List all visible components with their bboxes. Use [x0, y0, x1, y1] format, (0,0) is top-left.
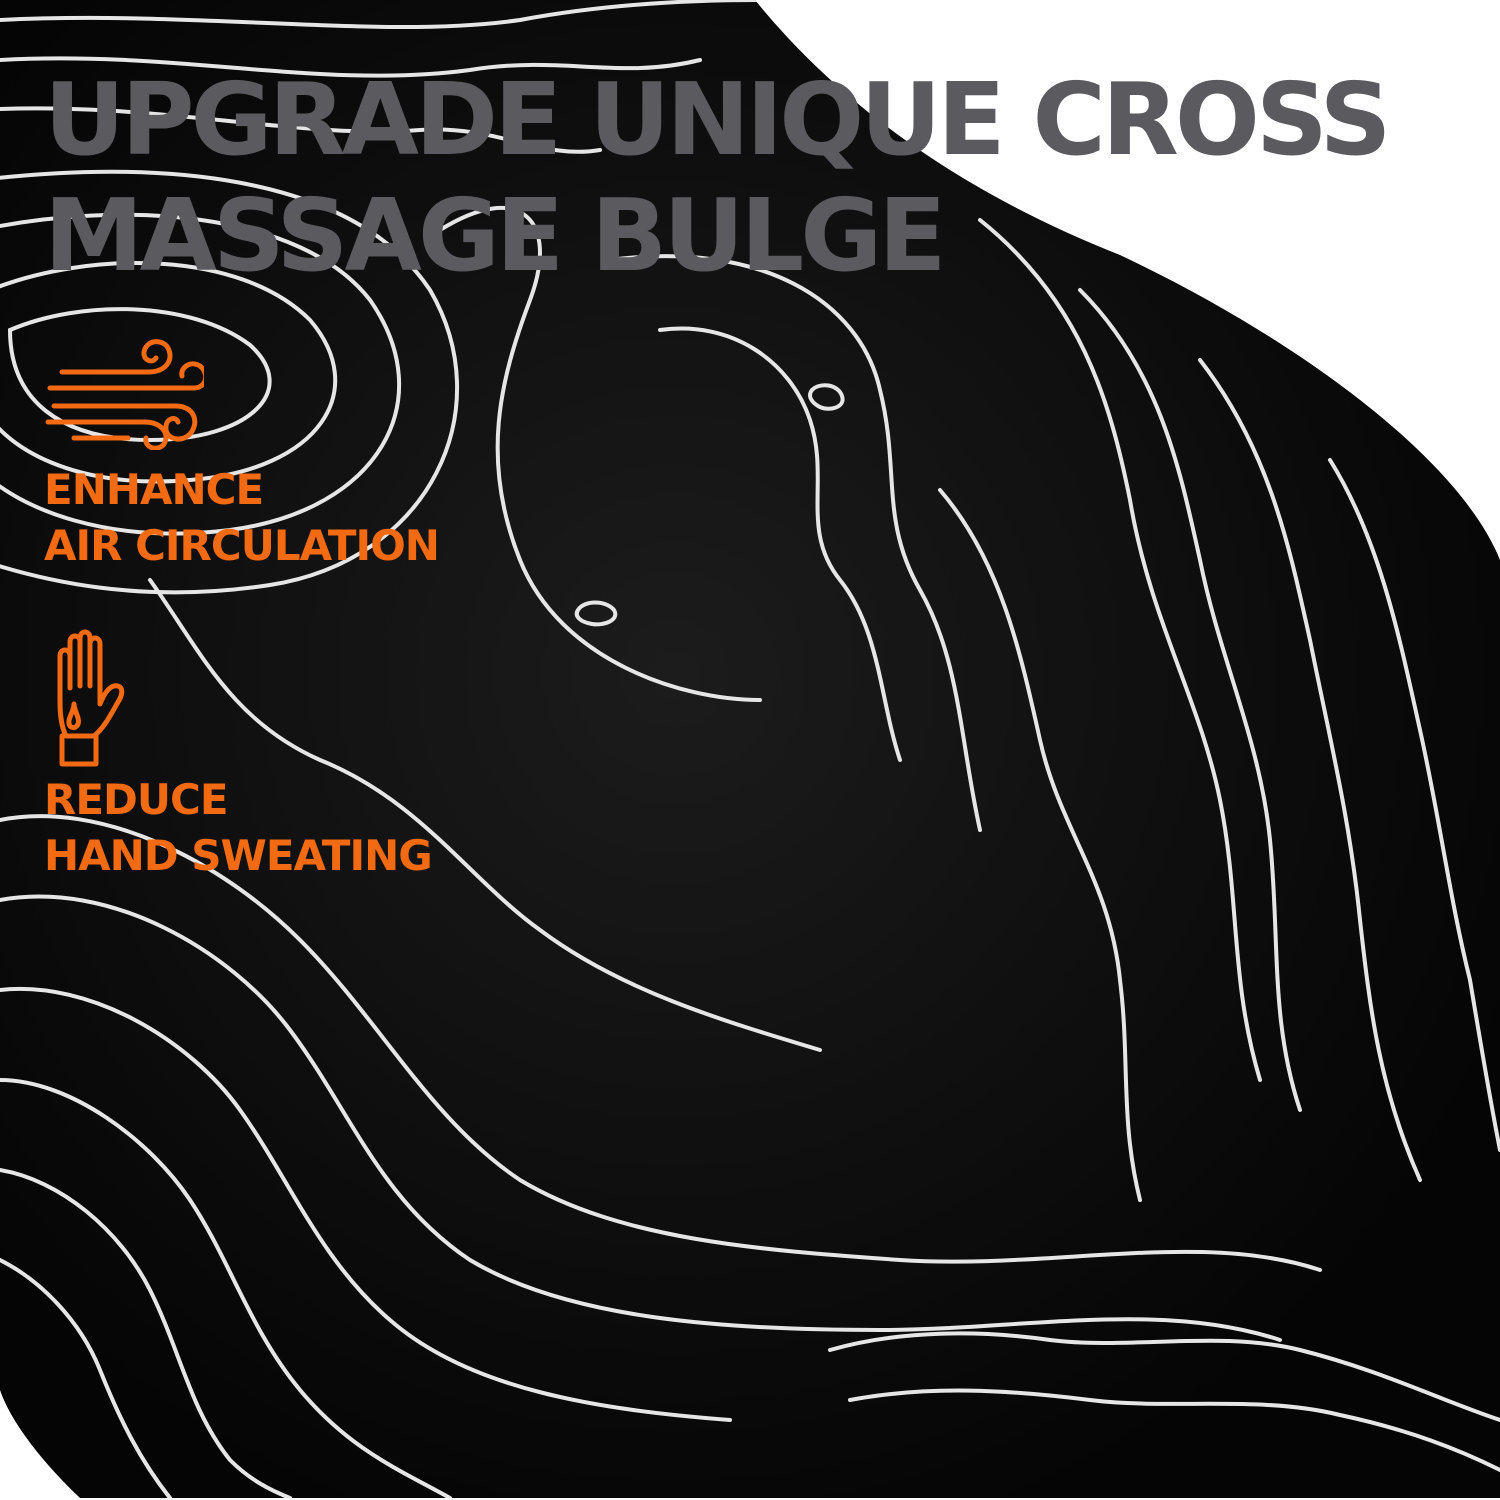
headline-line-1: UPGRADE UNIQUE CROSS: [44, 61, 1392, 178]
feature-hand-sweating: REDUCE HAND SWEATING: [44, 772, 433, 884]
headline: UPGRADE UNIQUE CROSS MASSAGE BULGE: [44, 61, 1392, 294]
feature-hand-line-1: REDUCE: [44, 775, 229, 824]
feature-air-circulation: ENHANCE AIR CIRCULATION: [44, 462, 440, 574]
feature-hand-line-2: HAND SWEATING: [44, 831, 433, 880]
headline-line-2: MASSAGE BULGE: [44, 177, 947, 294]
feature-air-line-1: ENHANCE: [44, 465, 264, 514]
feature-air-line-2: AIR CIRCULATION: [44, 521, 440, 570]
sweating-hand-icon: [57, 629, 125, 767]
air-flow-icon: [45, 339, 204, 450]
